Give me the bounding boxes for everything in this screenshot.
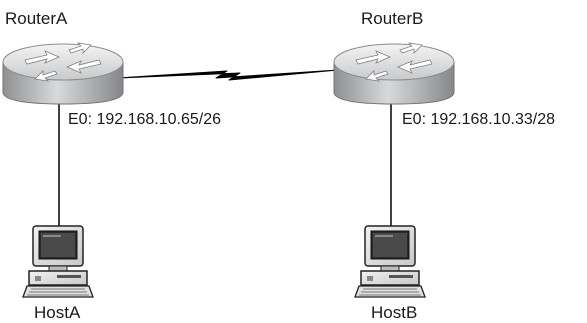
- router-b-name: RouterB: [361, 9, 423, 28]
- host-a-name: HostA: [34, 303, 81, 322]
- serial-link: [117, 69, 339, 81]
- router-a: RouterA E0: 192.168.10.65/26: [2, 9, 221, 128]
- host-b: HostB: [354, 225, 426, 322]
- router-a-interface: E0: 192.168.10.65/26: [68, 111, 221, 128]
- desktop-computer-icon: [22, 225, 94, 298]
- router-b-interface: E0: 192.168.10.33/28: [402, 111, 555, 128]
- router-icon: [2, 42, 124, 105]
- host-b-name: HostB: [371, 303, 417, 322]
- router-a-name: RouterA: [5, 9, 68, 28]
- router-icon: [333, 42, 455, 105]
- host-a: HostA: [22, 225, 94, 322]
- router-b: RouterB E0: 192.168.10.33/28: [333, 9, 555, 128]
- desktop-computer-icon: [354, 225, 426, 298]
